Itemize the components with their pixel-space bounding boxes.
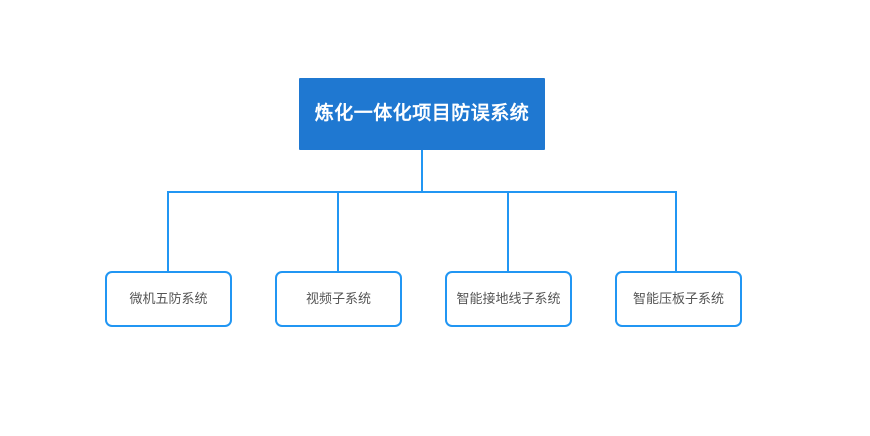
- node-root-label: 炼化一体化项目防误系统: [314, 102, 530, 124]
- node-child-label: 智能接地线子系统: [456, 291, 561, 307]
- node-child-label: 微机五防系统: [129, 291, 208, 307]
- node-root[interactable]: 炼化一体化项目防误系统: [299, 78, 545, 150]
- node-child-weiji-wufang[interactable]: 微机五防系统: [105, 271, 232, 327]
- node-child-label: 智能压板子系统: [632, 291, 724, 307]
- node-child-shipin[interactable]: 视频子系统: [275, 271, 402, 327]
- node-child-label: 视频子系统: [305, 291, 371, 307]
- node-child-jiedixian[interactable]: 智能接地线子系统: [445, 271, 572, 327]
- node-child-yaban[interactable]: 智能压板子系统: [615, 271, 742, 327]
